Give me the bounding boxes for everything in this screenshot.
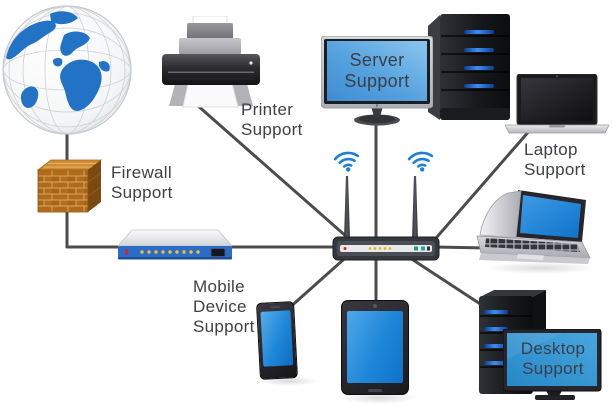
server-screen-label-line2: Support (344, 71, 410, 91)
desktop-monitor-icon (503, 329, 605, 403)
server-tower-icon (426, 12, 514, 124)
tablet-camera (373, 304, 377, 308)
smartphone-icon (256, 301, 298, 380)
wifi-signal-icon (330, 147, 363, 175)
phone-shadow (258, 376, 318, 386)
router-antenna-left (344, 176, 350, 240)
firewall-label: Firewall Support (111, 163, 173, 203)
mobile-device-label-line1: Mobile (193, 277, 245, 296)
tablet-home-button (368, 389, 382, 392)
mobile-device-label: Mobile Device Support (193, 277, 255, 337)
tablet-frame (341, 300, 409, 395)
printer-icon (162, 16, 260, 110)
brick-wall-icon (36, 158, 104, 214)
firewall-label-line1: Firewall (111, 163, 172, 182)
printer-label-line2: Support (241, 120, 303, 139)
connection-router-laptop (428, 128, 532, 247)
smartphone-frame (256, 301, 298, 380)
notebook-shadow (486, 262, 596, 274)
wifi-signal-icon (404, 147, 437, 175)
connection-firewall-switch (65, 196, 128, 249)
network-switch-icon (118, 228, 232, 262)
printer-label: Printer Support (241, 100, 303, 140)
laptop-label: Laptop Support (524, 140, 586, 180)
connection-router-printer (195, 103, 358, 247)
connection-router-phone (286, 250, 354, 311)
tablet-shadow (340, 392, 418, 404)
tablet-screen (347, 311, 403, 383)
open-notebook-icon (474, 190, 592, 270)
router-antenna-right (412, 176, 418, 240)
connection-router-notebook (432, 245, 490, 250)
server-screen-label: Server Support (327, 41, 427, 101)
laptop-label-line1: Laptop (524, 140, 578, 159)
globe-icon (0, 2, 138, 142)
desktop-screen-label-line2: Support (522, 359, 584, 378)
laptop-icon (505, 74, 609, 134)
firewall-label-line2: Support (111, 183, 173, 202)
server-screen-label-line1: Server (349, 50, 405, 70)
server-monitor-icon (321, 36, 433, 126)
printer-label-line1: Printer (241, 100, 294, 119)
wireless-router-icon (332, 236, 440, 262)
desktop-screen-label-line1: Desktop (520, 339, 586, 358)
desktop-screen-label: Desktop Support (508, 333, 598, 385)
mobile-device-label-line3: Support (193, 317, 255, 336)
tablet-icon (341, 300, 409, 395)
laptop-label-line2: Support (524, 160, 586, 179)
smartphone-screen (260, 310, 294, 367)
mobile-device-label-line2: Device (193, 297, 247, 316)
smartphone-speaker (270, 305, 281, 309)
